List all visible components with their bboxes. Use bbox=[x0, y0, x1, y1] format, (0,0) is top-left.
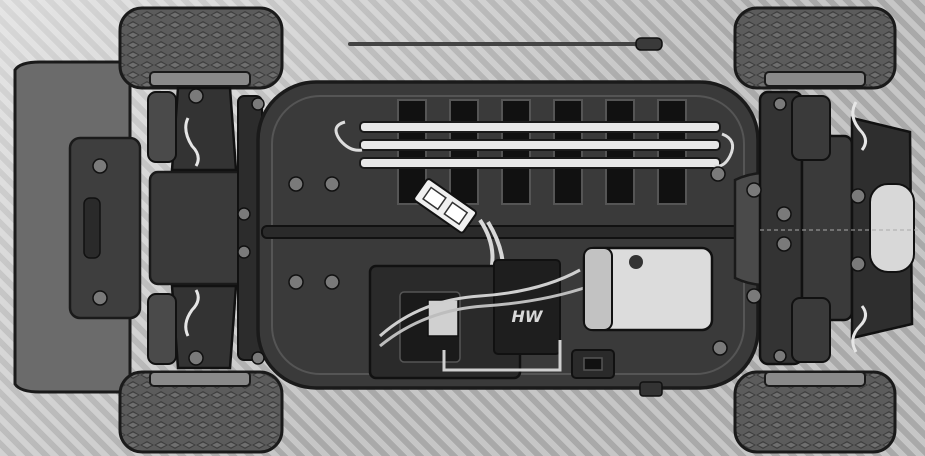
power-switch bbox=[571, 349, 615, 379]
screws bbox=[92, 88, 866, 366]
motor-wire bbox=[378, 268, 581, 338]
rear-right-wheel bbox=[733, 370, 897, 454]
body-clips bbox=[184, 101, 867, 353]
antenna-rod bbox=[348, 37, 663, 51]
battery-connector bbox=[413, 178, 477, 234]
battery-holder-bars bbox=[334, 120, 735, 169]
speed-controller bbox=[368, 264, 522, 380]
bumper-mount bbox=[68, 136, 142, 320]
motor bbox=[582, 246, 714, 332]
receiver: HW bbox=[493, 259, 561, 355]
center-drive-shaft bbox=[261, 225, 743, 239]
front-left-wheel bbox=[118, 6, 284, 90]
battery-slots bbox=[397, 99, 687, 205]
speed-controller-label: HW bbox=[511, 307, 543, 326]
front-right-wheel bbox=[118, 370, 284, 454]
rear-suspension bbox=[733, 90, 925, 366]
rear-left-wheel bbox=[733, 6, 897, 90]
